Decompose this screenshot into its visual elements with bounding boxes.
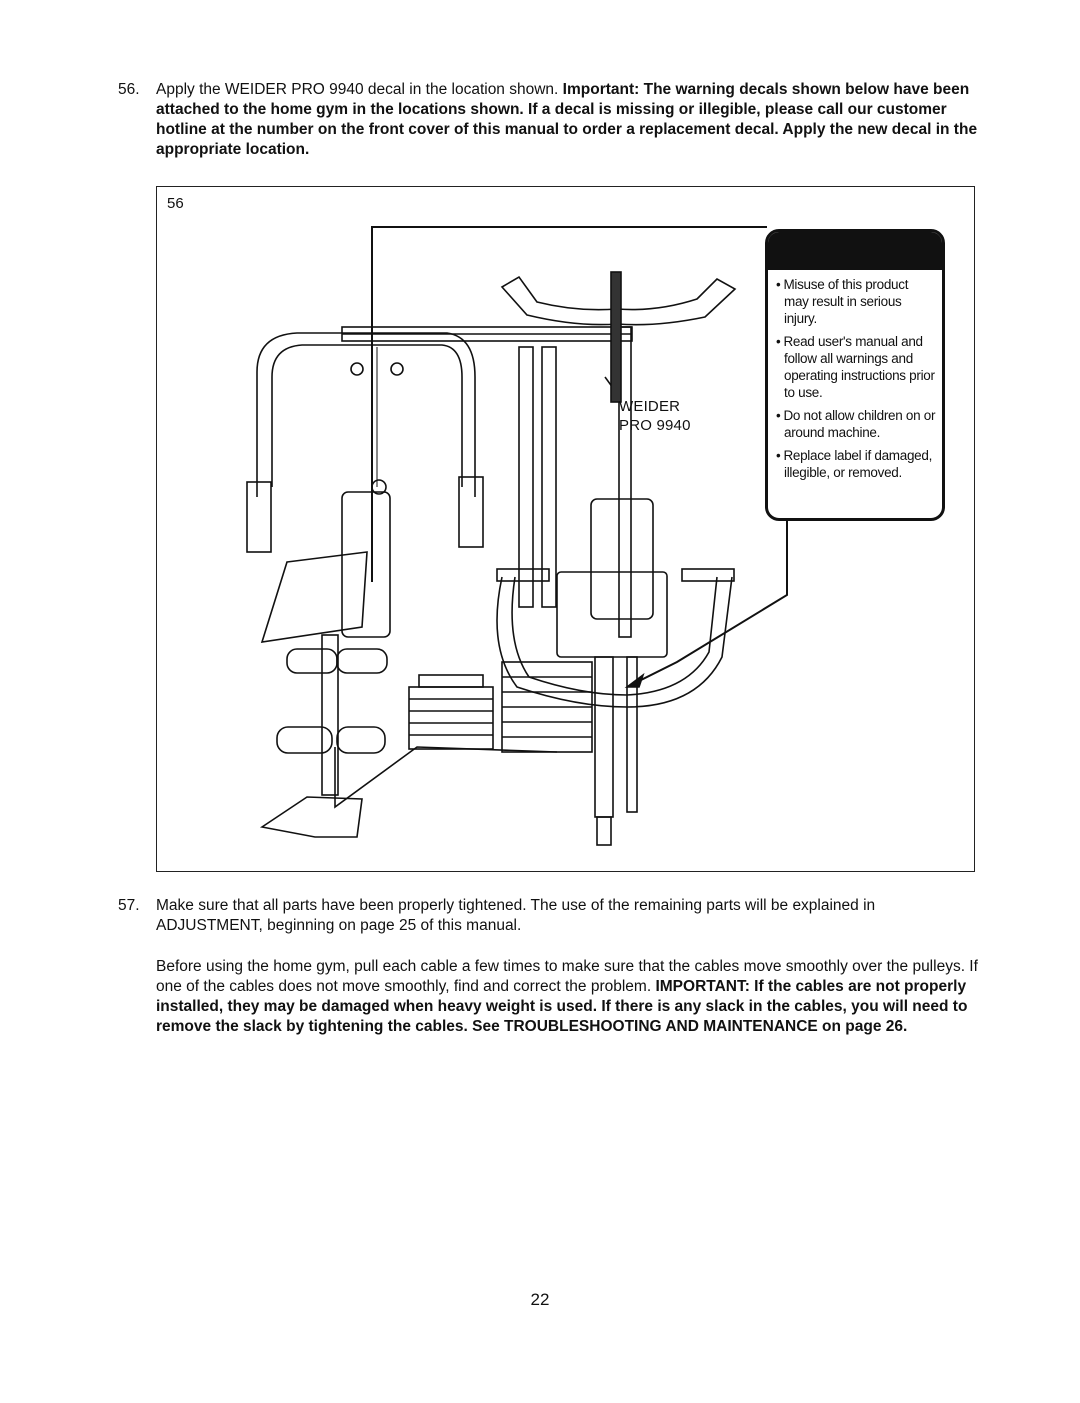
warning-item: Misuse of this product may result in ser… — [776, 276, 936, 327]
step-57-plain-text: Before using the home gym, pull each cab… — [156, 958, 978, 995]
step-57-text: Make sure that all parts have been prope… — [156, 897, 876, 934]
page-number: 22 — [530, 1290, 550, 1309]
step-number: 56. — [118, 81, 140, 98]
step-56-plain-text: Apply the WEIDER PRO 9940 decal in the l… — [156, 81, 559, 98]
brand-line-1: WEIDER — [619, 398, 681, 415]
brand-label: WEIDER PRO 9940 — [619, 397, 691, 435]
warning-decal: Misuse of this product may result in ser… — [765, 229, 945, 521]
step-57-paragraph-2: Before using the home gym, pull each cab… — [156, 957, 978, 1037]
home-gym-drawing — [246, 226, 788, 846]
warning-list: Misuse of this product may result in ser… — [768, 276, 942, 481]
figure-label: 56 — [167, 195, 184, 212]
step-57-important-text: IMPORTANT: If the cables are not properl… — [156, 978, 968, 1035]
assembly-figure: 56 — [156, 186, 975, 872]
brand-line-2: PRO 9940 — [619, 417, 691, 434]
warning-decal-header — [768, 232, 942, 270]
step-56-important-text: Important: The warning decals shown belo… — [156, 81, 978, 158]
step-56-text: Apply the WEIDER PRO 9940 decal in the l… — [156, 80, 978, 160]
warning-item: Do not allow children on or around machi… — [776, 407, 936, 441]
warning-item: Read user's manual and follow all warnin… — [776, 333, 936, 401]
warning-item: Replace label if damaged, illegible, or … — [776, 447, 936, 481]
step-number: 57. — [118, 897, 140, 914]
